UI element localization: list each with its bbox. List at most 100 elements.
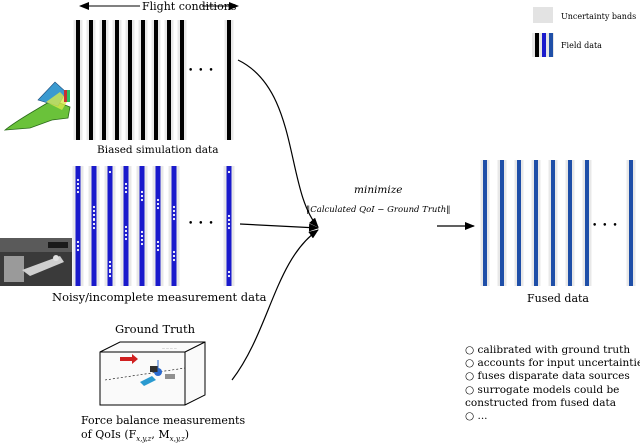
meas-line xyxy=(155,166,161,286)
ground-truth-label: Ground Truth xyxy=(115,322,196,336)
meas-dot xyxy=(108,170,112,174)
meas-dot xyxy=(140,190,144,194)
fused-line xyxy=(517,160,521,286)
flight-conditions-label: Flight conditions xyxy=(142,0,237,13)
svg-text:— — — —: — — — — xyxy=(162,346,177,350)
fused-line xyxy=(483,160,487,286)
meas-dot xyxy=(140,238,144,242)
meas-dot xyxy=(156,240,160,244)
sim-line xyxy=(102,20,106,140)
legend-uncertainty-swatch xyxy=(533,7,553,23)
meas-dot xyxy=(156,206,160,210)
minimize-label: minimize xyxy=(354,184,403,196)
meas-dot xyxy=(92,222,96,226)
aircraft-wing-icon xyxy=(3,81,71,131)
sim-line xyxy=(167,20,171,140)
benefit-item: ○ calibrated with ground truth xyxy=(465,344,631,356)
meas-dot xyxy=(156,248,160,252)
objective-label: ‖Calculated QoI − Ground Truth‖ xyxy=(306,205,451,215)
force-balance-label-1: Force balance measurements xyxy=(81,414,246,427)
simulation-bars xyxy=(73,20,234,140)
meas-dot xyxy=(108,274,112,278)
meas-dot xyxy=(227,274,231,278)
meas-dot xyxy=(172,254,176,258)
force-balance-diagram: — — — — xyxy=(99,341,206,406)
meas-dot xyxy=(124,229,128,233)
benefit-item: ○ ... xyxy=(465,410,488,423)
sim-ellipsis: • • • xyxy=(188,66,215,76)
meas-dot xyxy=(124,182,128,186)
meas-dot xyxy=(92,213,96,217)
meas-dot xyxy=(140,242,144,246)
benefit-item: ○ surrogate models could be xyxy=(465,383,620,396)
sim-line xyxy=(89,20,93,140)
meas-dot xyxy=(227,218,231,222)
meas-dot xyxy=(156,244,160,248)
force-balance-label-2: of QoIs (Fx,y,z, Mx,y,z) xyxy=(81,428,190,444)
meas-dot xyxy=(76,240,80,244)
fused-line xyxy=(629,160,633,286)
sim-line xyxy=(115,20,119,140)
biased-simulation-label: Biased simulation data xyxy=(97,144,219,156)
meas-dot xyxy=(140,234,144,238)
meas-dot xyxy=(108,268,112,272)
fused-line xyxy=(585,160,589,286)
meas-dot xyxy=(108,270,112,274)
meas-dot xyxy=(76,190,80,194)
meas-dot xyxy=(140,198,144,202)
meas-dot xyxy=(172,250,176,254)
fused-ellipsis: • • • xyxy=(592,221,619,231)
sim-line xyxy=(227,20,231,140)
meas-dot xyxy=(124,190,128,194)
meas-line xyxy=(91,166,97,286)
meas-dot xyxy=(76,178,80,182)
fused-line xyxy=(500,160,504,286)
meas-dot xyxy=(92,209,96,213)
meas-dot xyxy=(124,233,128,237)
sim-line xyxy=(180,20,184,140)
legend-uncertainty-label: Uncertainty bands xyxy=(561,12,637,21)
meas-dot xyxy=(172,258,176,262)
meas-line xyxy=(75,166,81,286)
wind-tunnel-photo xyxy=(0,238,72,286)
meas-dot xyxy=(227,214,231,218)
meas-dot xyxy=(172,213,176,217)
meas-dot xyxy=(92,226,96,230)
meas-dot xyxy=(140,230,144,234)
fused-line xyxy=(551,160,555,286)
meas-dot xyxy=(124,225,128,229)
meas-dot xyxy=(156,198,160,202)
fused-bars xyxy=(480,160,636,286)
meas-line xyxy=(107,166,113,286)
fused-data-label: Fused data xyxy=(527,292,589,305)
meas-dot xyxy=(76,186,80,190)
sim-line xyxy=(76,20,80,140)
benefits-list: ○ calibrated with ground truth ○ account… xyxy=(465,344,640,423)
meas-dot xyxy=(227,226,231,230)
arrow-from-meas xyxy=(239,223,319,232)
fused-line xyxy=(534,160,538,286)
meas-dot xyxy=(227,170,231,174)
benefit-item: ○ accounts for input uncertainties xyxy=(465,357,640,370)
legend-field-swatch xyxy=(532,33,554,57)
sim-line xyxy=(128,20,132,140)
arrow-from-ground-truth xyxy=(231,229,319,381)
benefit-item: ○ fuses disparate data sources xyxy=(465,370,630,383)
meas-dot xyxy=(227,270,231,274)
meas-dot xyxy=(108,260,112,264)
meas-dot xyxy=(92,217,96,221)
legend-field-label: Field data xyxy=(561,41,602,50)
sim-line xyxy=(141,20,145,140)
meas-dot xyxy=(108,264,112,268)
measurement-bars xyxy=(72,166,235,286)
benefit-item: constructed from fused data xyxy=(465,396,617,409)
meas-dot xyxy=(92,205,96,209)
meas-dot xyxy=(124,186,128,190)
meas-line xyxy=(226,166,232,286)
meas-dot xyxy=(140,194,144,198)
sim-line xyxy=(154,20,158,140)
meas-dot xyxy=(227,222,231,226)
meas-line xyxy=(171,166,177,286)
